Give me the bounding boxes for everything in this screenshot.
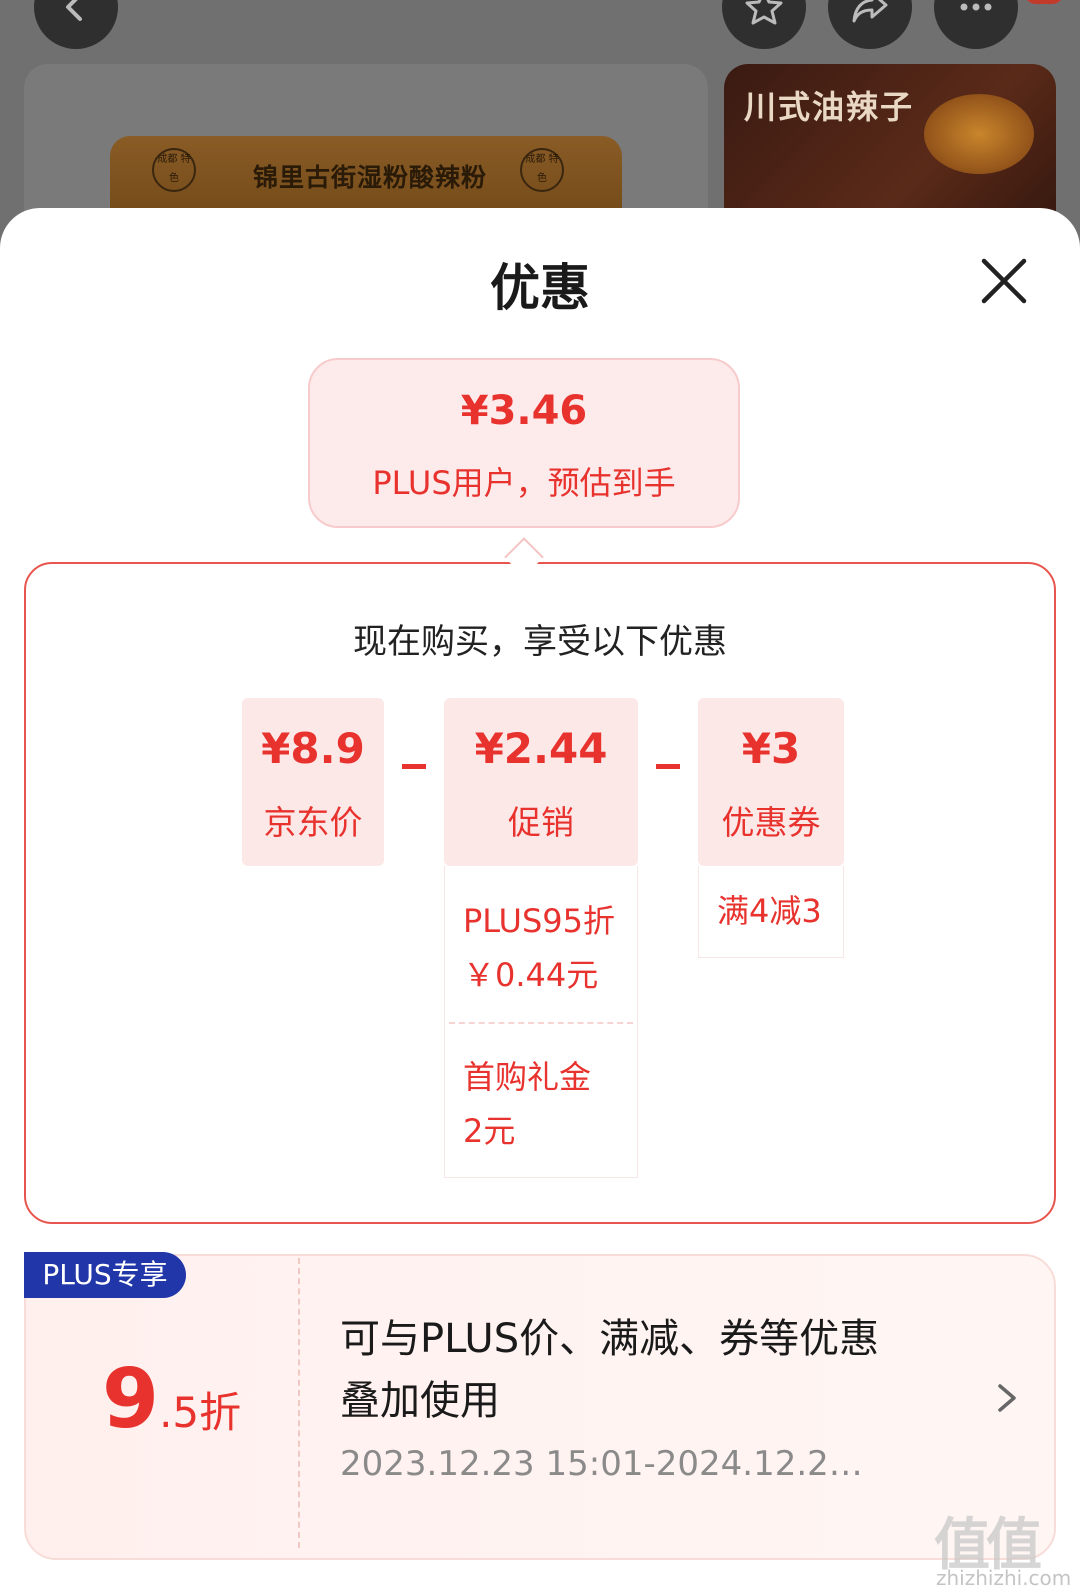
breakdown-heading: 现在购买，享受以下优惠: [353, 622, 727, 662]
base-price-amount: ¥8.9: [261, 724, 365, 773]
estimated-price-note: PLUS用户，预估到手: [372, 464, 676, 502]
promo-item-title: 首购礼金: [463, 1058, 592, 1096]
close-button[interactable]: [976, 253, 1032, 309]
plus-badge: PLUS专享: [24, 1252, 186, 1298]
chevron-right-icon[interactable]: [992, 1378, 1022, 1418]
discount-breakdown: 现在购买，享受以下优惠 ¥8.9 京东价 ¥2.44 促销 PLUS95折 ￥0…: [24, 562, 1056, 1224]
jar-seal-right: 成都 特色: [520, 148, 564, 192]
watermark-url: zhizhizhi.com: [936, 1566, 1072, 1590]
notification-dot: [1024, 0, 1064, 4]
estimated-price-bubble: ¥3.46 PLUS用户，预估到手: [308, 358, 740, 528]
coupon-label: 优惠券: [721, 803, 821, 842]
estimated-price: ¥3.46: [460, 388, 588, 434]
base-price-card: ¥8.9 京东价: [242, 698, 384, 866]
spoon-graphic: [924, 94, 1034, 174]
more-button[interactable]: [934, 0, 1018, 49]
promo-amount: ¥2.44: [474, 724, 608, 773]
promo-card: ¥2.44 促销: [444, 698, 638, 866]
plus-offer-validity: 2023.12.23 15:01-2024.12.21 1...: [340, 1444, 870, 1484]
coupon-amount: ¥3: [741, 724, 801, 773]
coupon-detail-list: 满4减3: [698, 866, 844, 958]
minus-sign: [656, 764, 680, 769]
promo-item-title: PLUS95折: [463, 902, 615, 940]
offer-separator: [298, 1258, 300, 1548]
sheet-title: 优惠: [490, 259, 590, 317]
more-icon: [960, 3, 992, 11]
back-icon: [66, 0, 82, 21]
plus-offer-card[interactable]: [24, 1254, 1056, 1560]
promo-item: 首购礼金 2元: [463, 1050, 591, 1158]
rate-major: 9: [102, 1352, 160, 1447]
coupon-item: 满4减3: [717, 892, 822, 930]
back-button[interactable]: [34, 0, 118, 49]
minus-sign: [402, 764, 426, 769]
watermark: 值值值: [934, 1513, 1042, 1578]
favorite-button[interactable]: [722, 0, 806, 49]
rate-minor: .5折: [159, 1388, 242, 1437]
promo-detail-list: PLUS95折 ￥0.44元 首购礼金 2元: [444, 866, 638, 1178]
share-icon: [852, 0, 888, 23]
promo-divider: [449, 1022, 633, 1024]
close-icon: [981, 258, 1027, 304]
plus-discount-rate: 9.5折: [102, 1352, 241, 1447]
jar-seal-left: 成都 特色: [152, 148, 196, 192]
plus-offer-description: 可与PLUS价、满减、券等优惠叠加使用: [340, 1316, 880, 1424]
promo-label: 促销: [508, 803, 574, 842]
promo-item: PLUS95折 ￥0.44元: [463, 894, 615, 1002]
base-price-label: 京东价: [263, 803, 363, 842]
share-button[interactable]: [828, 0, 912, 49]
product-label: 锦里古街湿粉酸辣粉: [252, 163, 487, 192]
promo-item-value: ￥0.44元: [463, 956, 599, 994]
favorite-star-icon: [745, 0, 783, 25]
promo-item-value: 2元: [463, 1112, 516, 1150]
thumbnail-title: 川式油辣子: [744, 88, 915, 126]
coupon-card: ¥3 优惠券: [698, 698, 844, 866]
